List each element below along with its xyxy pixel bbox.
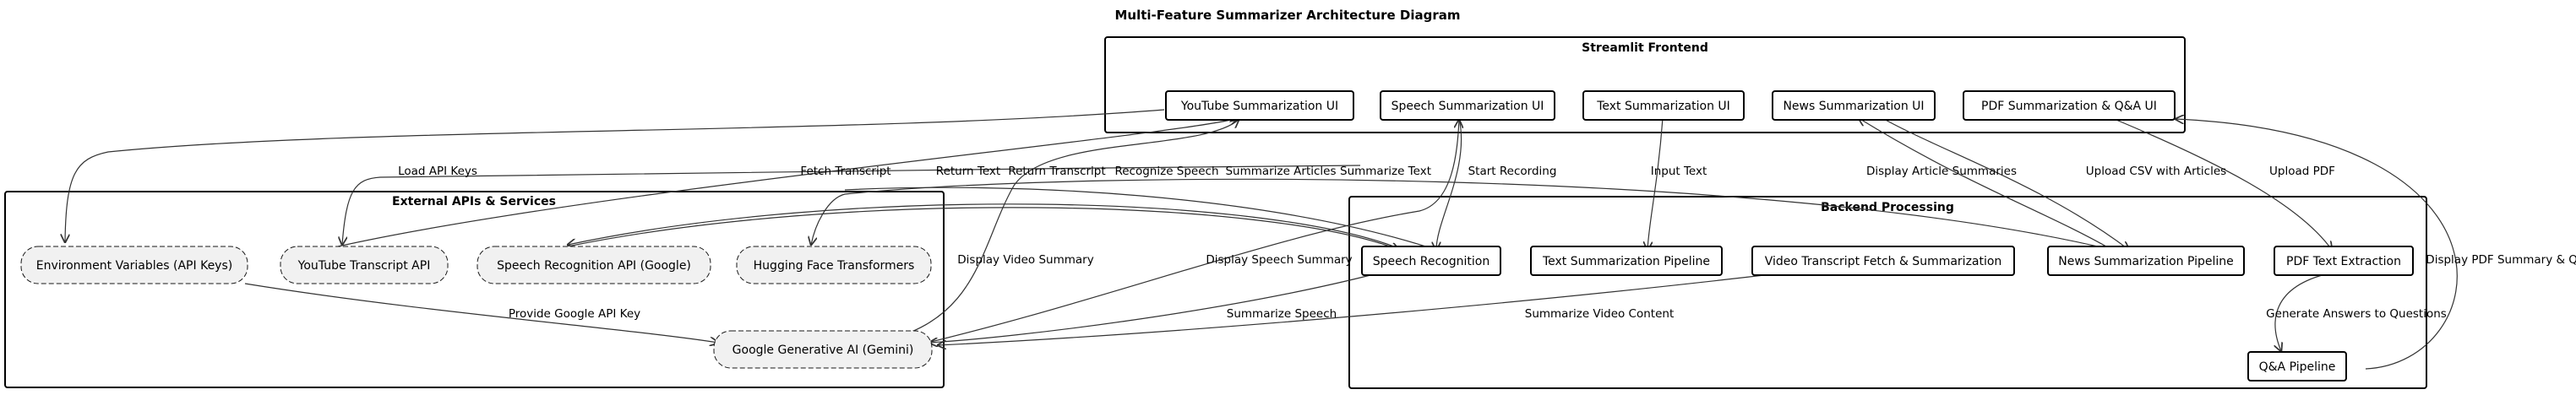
backend-nodes: Speech Recognition Text Summarization Pi… (1361, 246, 2414, 381)
edge-label-return-text: Return Text (936, 165, 1000, 178)
edge-input-text (1647, 117, 1664, 250)
edge-label-display-speech-summary: Display Speech Summary (1206, 253, 1352, 267)
node-speech-recognition[interactable]: Speech Recognition (1361, 246, 1501, 276)
node-pdf-summarization-qa-ui[interactable]: PDF Summarization & Q&A UI (1963, 90, 2176, 121)
edge-label-summarize-articles: Summarize Articles (1225, 165, 1336, 178)
edge-provide-google-key (244, 283, 718, 343)
edge-label-fetch-transcript: Fetch Transcript (800, 165, 890, 178)
edge-recognize-speech (568, 203, 1403, 251)
node-speech-recognition-api[interactable]: Speech Recognition API (Google) (477, 246, 711, 284)
edge-upload-csv (1882, 117, 2129, 250)
svg-text:Google Generative AI (Gemini): Google Generative AI (Gemini) (732, 344, 914, 357)
edge-start-recording (1436, 117, 1462, 250)
svg-text:News Summarization Pipeline: News Summarization Pipeline (2058, 255, 2234, 268)
node-video-transcript-pipeline[interactable]: Video Transcript Fetch & Summarization (1751, 246, 2015, 276)
node-youtube-summarization-ui[interactable]: YouTube Summarization UI (1165, 90, 1354, 121)
edge-display-speech-summary (895, 120, 1459, 351)
edge-label-summarize-text: Summarize Text (1340, 165, 1431, 178)
diagram-title: Multi-Feature Summarizer Architecture Di… (1115, 8, 1461, 23)
node-text-summarization-ui[interactable]: Text Summarization UI (1582, 90, 1745, 121)
node-news-summarization-pipeline[interactable]: News Summarization Pipeline (2047, 246, 2245, 276)
edge-return-text (567, 207, 1399, 250)
group-external-apis: External APIs & Services (4, 191, 945, 388)
svg-text:Q&A Pipeline: Q&A Pipeline (2259, 360, 2336, 374)
edge-display-article-summaries (1859, 118, 2113, 251)
edges (65, 109, 2458, 370)
edge-labels: Load API Keys Fetch Transcript Return Te… (398, 165, 2576, 321)
node-text-summarization-pipeline[interactable]: Text Summarization Pipeline (1530, 246, 1723, 276)
edge-label-display-article-summaries: Display Article Summaries (1866, 165, 2017, 178)
edge-upload-pdf (2111, 117, 2332, 250)
svg-text:Hugging Face Transformers: Hugging Face Transformers (754, 259, 915, 273)
node-qa-pipeline[interactable]: Q&A Pipeline (2247, 351, 2347, 381)
svg-text:PDF Text Extraction: PDF Text Extraction (2286, 255, 2401, 268)
edge-label-start-recording: Start Recording (1468, 165, 1557, 178)
edge-label-display-video-summary: Display Video Summary (957, 253, 1093, 267)
edge-summarize-video (938, 273, 1779, 345)
group-label-external: External APIs & Services (392, 195, 556, 208)
edge-summarize-text (844, 187, 1437, 251)
edge-label-return-transcript: Return Transcript (1008, 165, 1105, 178)
node-speech-summarization-ui[interactable]: Speech Summarization UI (1380, 90, 1555, 121)
edge-summarize-speech (929, 273, 1378, 343)
svg-text:Text Summarization Pipeline: Text Summarization Pipeline (1542, 255, 1710, 268)
edge-label-upload-csv: Upload CSV with Articles (2086, 165, 2226, 178)
svg-text:Video Transcript Fetch & Summa: Video Transcript Fetch & Summarization (1765, 255, 2002, 268)
external-nodes: Environment Variables (API Keys) YouTube… (20, 246, 933, 369)
edge-label-load-api-keys: Load API Keys (398, 165, 477, 178)
edge-label-upload-pdf: Upload PDF (2269, 165, 2335, 178)
frontend-nodes: YouTube Summarization UI Speech Summariz… (1165, 90, 2176, 121)
edge-display-pdf-summary (2176, 119, 2458, 370)
edge-label-generate-answers: Generate Answers to Questions (2266, 307, 2447, 321)
edge-summarize-articles (811, 178, 2113, 251)
edge-label-display-pdf-summary: Display PDF Summary & Q&A (2426, 253, 2576, 267)
node-pdf-text-extraction[interactable]: PDF Text Extraction (2274, 246, 2414, 276)
edge-label-summarize-video: Summarize Video Content (1525, 307, 1675, 321)
svg-text:Text Summarization UI: Text Summarization UI (1596, 100, 1730, 113)
node-google-generative-ai[interactable]: Google Generative AI (Gemini) (713, 330, 933, 369)
node-news-summarization-ui[interactable]: News Summarization UI (1772, 90, 1936, 121)
edge-load-api-keys (65, 109, 1165, 242)
edge-label-summarize-speech: Summarize Speech (1227, 307, 1337, 321)
svg-text:Speech Summarization UI: Speech Summarization UI (1391, 100, 1544, 113)
edge-display-video-summary (878, 120, 1239, 343)
node-youtube-transcript-api[interactable]: YouTube Transcript API (280, 246, 449, 284)
edge-label-input-text: Input Text (1651, 165, 1707, 178)
edge-label-recognize-speech: Recognize Speech (1114, 165, 1218, 178)
svg-text:YouTube Transcript API: YouTube Transcript API (297, 259, 431, 273)
node-environment-variables[interactable]: Environment Variables (API Keys) (20, 246, 248, 284)
svg-text:Speech Recognition API (Google: Speech Recognition API (Google) (497, 259, 691, 273)
node-hugging-face-transformers[interactable]: Hugging Face Transformers (736, 246, 932, 284)
group-label-frontend: Streamlit Frontend (1582, 41, 1708, 55)
svg-text:Environment Variables (API Key: Environment Variables (API Keys) (36, 259, 232, 273)
group-label-backend: Backend Processing (1821, 201, 1954, 214)
svg-text:News Summarization UI: News Summarization UI (1783, 100, 1924, 113)
edge-return-transcript (337, 118, 1238, 247)
svg-text:YouTube Summarization UI: YouTube Summarization UI (1180, 100, 1338, 113)
svg-text:Speech Recognition: Speech Recognition (1373, 255, 1490, 268)
edge-label-provide-google-key: Provide Google API Key (509, 307, 640, 321)
svg-text:PDF Summarization & Q&A UI: PDF Summarization & Q&A UI (1981, 100, 2157, 113)
group-backend-processing: Backend Processing (1348, 196, 2427, 389)
edge-generate-answers (2275, 273, 2329, 351)
